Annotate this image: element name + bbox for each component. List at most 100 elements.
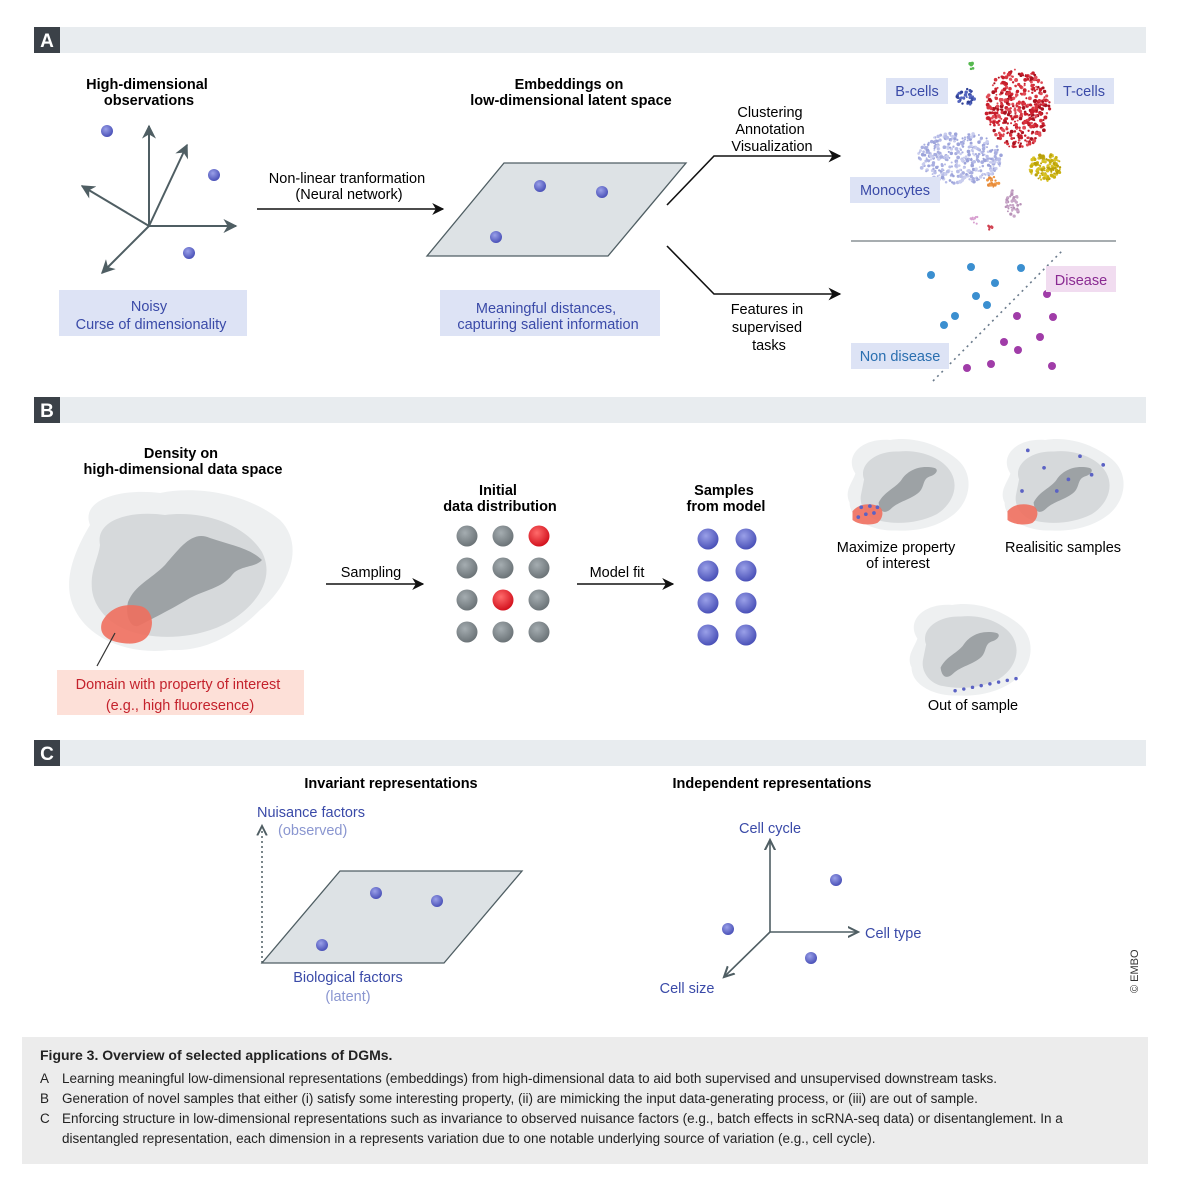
cluster-cell xyxy=(997,123,1000,126)
cluster-cell xyxy=(1012,141,1016,146)
domain-pointer xyxy=(96,632,116,667)
grey-sample-dot xyxy=(456,525,478,547)
cluster-cell xyxy=(1012,195,1016,199)
cluster-cell xyxy=(1014,208,1017,211)
cluster-cell xyxy=(1019,86,1022,89)
cluster-cell xyxy=(1016,207,1019,210)
cluster-cell xyxy=(1028,139,1031,142)
cluster-cell xyxy=(1016,203,1020,207)
cluster-cell xyxy=(971,177,975,181)
cluster-cell xyxy=(993,111,997,115)
cluster-cell xyxy=(998,136,1003,141)
cluster-cell xyxy=(1027,96,1032,101)
cluster-cell xyxy=(949,134,952,137)
cluster-cell xyxy=(1009,133,1013,137)
cluster-cell xyxy=(1021,102,1024,105)
cluster-cell xyxy=(1033,162,1036,165)
cluster-cell xyxy=(997,76,1000,79)
cluster-cell xyxy=(976,177,979,180)
cluster-cell xyxy=(1021,105,1026,110)
cluster-cell xyxy=(944,173,947,176)
cluster-cell xyxy=(1030,132,1033,135)
cluster-cell xyxy=(986,100,989,103)
cluster-cell xyxy=(1006,205,1009,209)
invariant-point xyxy=(431,895,443,907)
cluster-cell xyxy=(963,175,967,179)
high-dim-axes xyxy=(80,124,238,274)
cluster-cell xyxy=(1012,105,1015,108)
model-sample-dot xyxy=(735,528,757,550)
cluster-cell xyxy=(1037,157,1040,160)
cluster-cell xyxy=(1056,159,1059,162)
cluster-cell xyxy=(1018,105,1021,109)
cluster-cell xyxy=(1038,176,1042,179)
cluster-cell xyxy=(1031,106,1035,110)
cluster-cell xyxy=(994,96,999,101)
cluster-cell xyxy=(939,155,944,159)
caption-text: Learning meaningful low-dimensional repr… xyxy=(62,1071,998,1086)
cluster-cell xyxy=(1023,82,1026,85)
cluster-cell xyxy=(1010,137,1014,140)
cluster-cell xyxy=(940,172,943,175)
cluster-cell xyxy=(994,168,997,171)
cluster-cell xyxy=(971,167,976,172)
cluster-cell xyxy=(1014,84,1017,88)
cluster-cell xyxy=(983,177,985,180)
cluster-cell xyxy=(996,108,1000,111)
cluster-cell xyxy=(964,93,968,97)
cluster-cell xyxy=(921,162,925,166)
cluster-cell xyxy=(1048,101,1051,104)
cluster-cell xyxy=(967,152,971,157)
cluster-cell xyxy=(1010,192,1014,196)
cluster-cell xyxy=(961,171,965,175)
cluster-cell xyxy=(985,102,990,107)
cluster-cell xyxy=(945,158,949,162)
cluster-cell xyxy=(964,90,968,95)
cluster-cell xyxy=(988,176,992,180)
cluster-cell xyxy=(1006,131,1010,134)
cluster-cell xyxy=(962,166,965,170)
cluster-cell xyxy=(945,169,950,174)
cluster-cell xyxy=(1028,168,1031,171)
model-sample-dot xyxy=(735,624,757,646)
cluster-cell xyxy=(959,148,963,152)
cluster-cell xyxy=(992,166,995,168)
model-sample-dot xyxy=(735,560,757,582)
disease-points xyxy=(963,290,1057,372)
cluster-cell xyxy=(1048,162,1052,166)
cluster-cell xyxy=(1010,75,1013,78)
cluster-cell xyxy=(1026,136,1030,139)
cluster-cell xyxy=(991,148,994,152)
cluster-cell xyxy=(1004,82,1008,86)
cluster-cell xyxy=(1006,204,1009,207)
cluster-cell xyxy=(995,104,1000,109)
cluster-cell xyxy=(1029,77,1033,81)
cluster-cell xyxy=(969,174,973,179)
cluster-cell xyxy=(943,163,947,166)
cluster-cell xyxy=(1019,202,1022,206)
cluster-cell xyxy=(1021,145,1024,148)
cluster-cell xyxy=(994,117,997,120)
cluster-cell xyxy=(1034,75,1038,80)
cluster-cell xyxy=(1015,104,1019,108)
cluster-cell xyxy=(957,100,961,103)
cluster-cell xyxy=(938,174,941,177)
caption-letter: A xyxy=(40,1071,50,1086)
high-dim-point xyxy=(101,125,113,137)
cluster-cell xyxy=(1037,99,1042,103)
cluster-cell xyxy=(988,160,992,164)
model-sample-dot xyxy=(697,560,719,582)
panel-a-letter: A xyxy=(40,31,54,52)
cluster-cell xyxy=(1032,86,1036,90)
cluster-cell xyxy=(1035,103,1038,105)
realistic-label: Realisitic samples xyxy=(1005,540,1121,556)
cluster-cell xyxy=(1043,115,1048,120)
cluster-cell xyxy=(1018,145,1022,149)
cluster-cell xyxy=(942,145,947,150)
cluster-cell xyxy=(948,179,952,182)
latent-point xyxy=(490,231,502,243)
independent-point xyxy=(722,923,734,935)
cluster-cell xyxy=(986,105,991,110)
invariant-point xyxy=(370,887,382,899)
independent-title: Independent representations xyxy=(672,776,871,792)
